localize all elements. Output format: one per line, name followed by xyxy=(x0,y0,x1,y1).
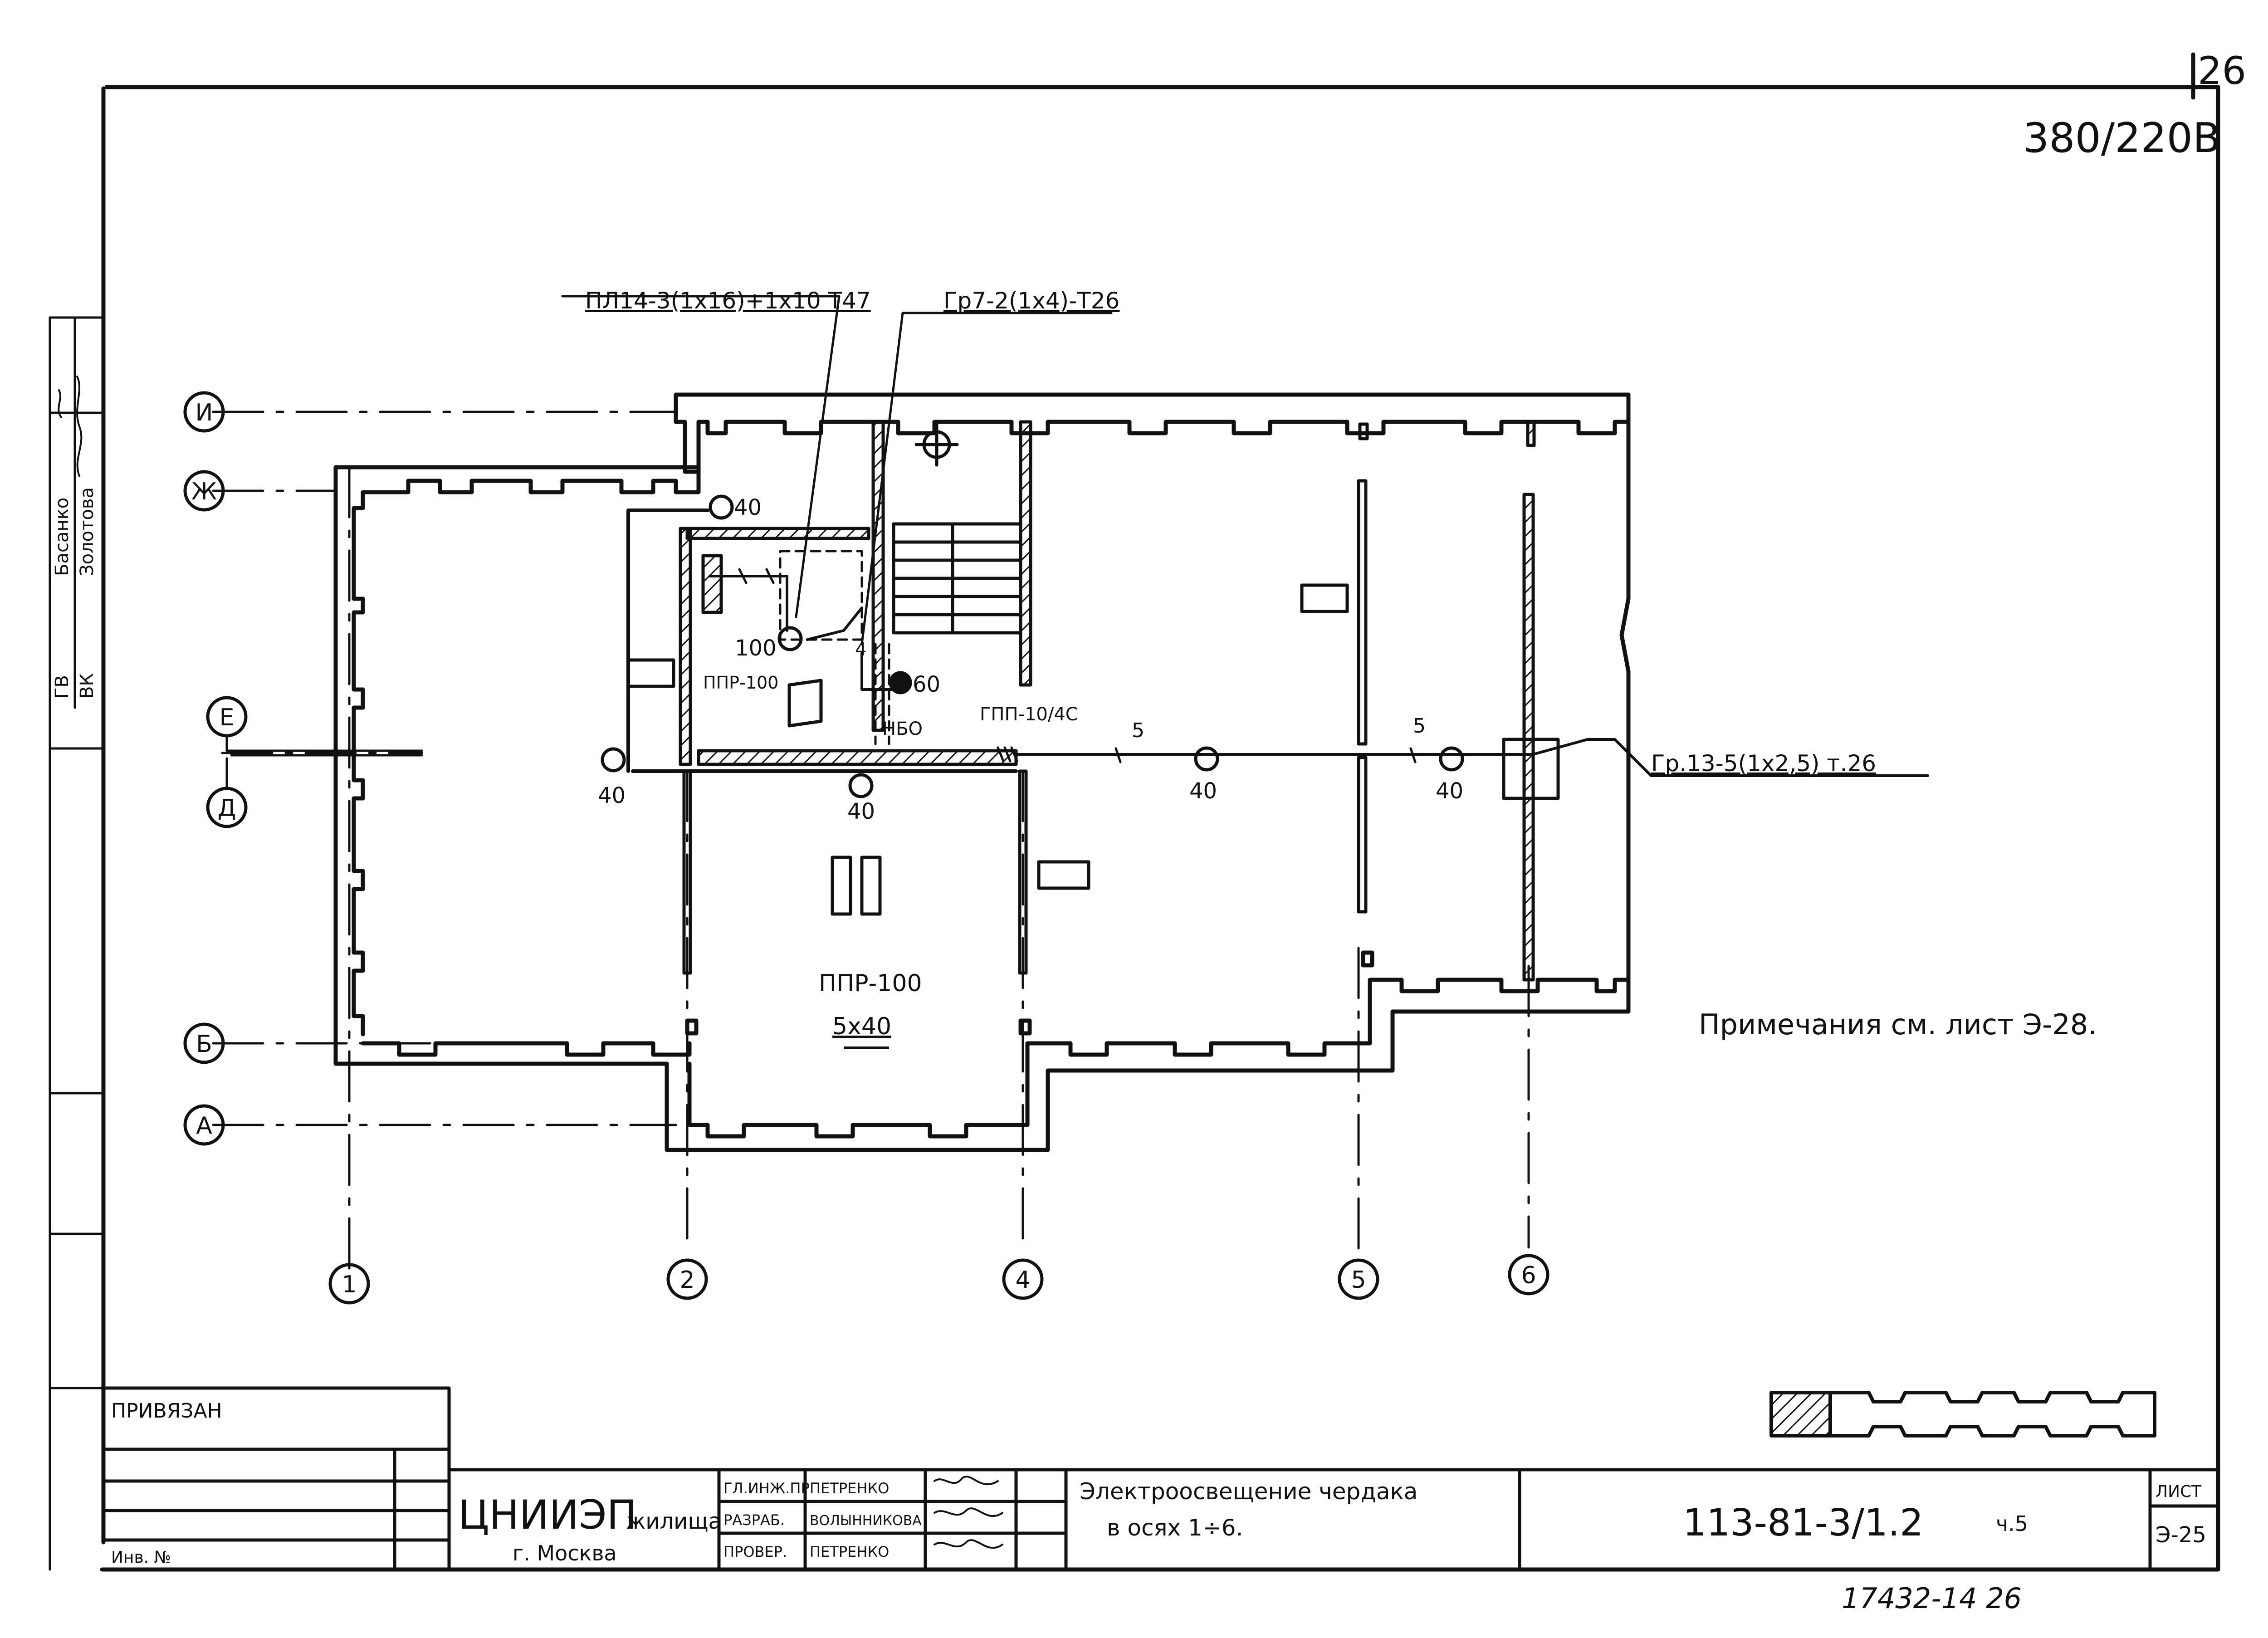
stamp-name-1: Басанко xyxy=(52,498,73,576)
signatures xyxy=(58,376,1003,1549)
inv-no-label: Инв. № xyxy=(111,1548,171,1567)
role-3-name: ПЕТРЕНКО xyxy=(810,1543,889,1560)
axis-col-1: 1 xyxy=(342,1271,357,1298)
org-suffix: жилища xyxy=(626,1509,722,1534)
lamp-40-left: 40 xyxy=(598,783,626,808)
list-number: Э-25 xyxy=(2156,1522,2206,1548)
margin-stamp-text: Басанко Золотова ГВ ВК xyxy=(52,487,98,699)
axis-row-i: И xyxy=(196,399,213,426)
sheet-frame xyxy=(100,52,2220,1572)
lamp-40-right: 40 xyxy=(1436,778,1463,804)
drawing-title-line1: Электроосвещение чердака xyxy=(1080,1478,1418,1505)
drawing-title-line2: в осях 1÷6. xyxy=(1107,1515,1243,1541)
axis-lines xyxy=(212,411,1530,1271)
ppr-main-spec: 5х40 xyxy=(832,1013,891,1040)
outer-walls xyxy=(333,392,1631,1152)
axis-row-d: Д xyxy=(218,795,236,822)
lamps xyxy=(601,422,1464,798)
lamp-40-center: 40 xyxy=(847,799,875,824)
interior-partitions xyxy=(626,420,1560,982)
axis-col-2: 2 xyxy=(679,1266,694,1294)
voltage-label: 380/220В xyxy=(2023,114,2221,162)
axis-row-b: Б xyxy=(196,1031,212,1058)
axis-row-a: А xyxy=(196,1112,212,1139)
role-2: РАЗРАБ. xyxy=(723,1511,785,1529)
title-block: ПРИВЯЗАН Инв. № ЦНИИЭП жилища г. Москва … xyxy=(111,1399,2206,1615)
lamp-40-top: 40 xyxy=(734,495,762,520)
wire-count-1: 5 xyxy=(1132,719,1144,742)
notes-reference: Примечания см. лист Э-28. xyxy=(1699,1008,2097,1041)
margin-stamp xyxy=(49,316,105,1571)
list-label: ЛИСТ xyxy=(2156,1482,2202,1501)
org-city: г. Москва xyxy=(513,1541,617,1565)
title-block-frame xyxy=(102,1386,2220,1571)
equipment-labels: ППР-100 НБО ГПП-10/4С 5 5 4 ППР-100 5х40 xyxy=(703,639,1426,1049)
axis-col-5: 5 xyxy=(1351,1266,1366,1294)
main-feeder-label: ПЛ14-3(1х16)+1х10 Т47 xyxy=(585,288,871,314)
wiring xyxy=(561,295,1929,777)
stamp-name-2: Золотова xyxy=(77,487,98,576)
axis-col-6: 6 xyxy=(1521,1262,1536,1289)
ppr-small-label: ППР-100 xyxy=(703,673,778,693)
role-2-name: ВОЛЫННИКОВА xyxy=(810,1513,922,1529)
axis-row-e: Е xyxy=(220,704,235,731)
document-code: 113-81-3/1.2 xyxy=(1683,1501,1923,1545)
stamp-col-1: ГВ xyxy=(52,675,73,699)
wire-count-2: 5 xyxy=(1413,714,1426,738)
axis-letters: И Ж Е Д Б А 1 2 4 5 6 xyxy=(191,399,1536,1298)
ppr-main-label: ППР-100 xyxy=(819,970,922,997)
lamp-60: 60 xyxy=(913,672,940,697)
wall-legend xyxy=(1769,1391,2156,1438)
nbo-label: НБО xyxy=(882,719,923,739)
wire-count-3: 4 xyxy=(855,639,866,660)
top-labels: 26 380/220В ПЛ14-3(1х16)+1х10 Т47 Гр7-2(… xyxy=(585,49,2246,777)
gpp-label: ГПП-10/4С xyxy=(980,704,1078,725)
lamp-labels: 40 100 60 40 40 40 40 xyxy=(598,495,1463,824)
role-1: ГЛ.ИНЖ.ПР xyxy=(723,1480,810,1497)
axis-row-zh: Ж xyxy=(191,478,217,505)
corner-sheet-number: 26 xyxy=(2198,49,2246,93)
axis-col-4: 4 xyxy=(1015,1266,1030,1294)
org-name: ЦНИИЭП xyxy=(458,1491,637,1538)
privyazan-label: ПРИВЯЗАН xyxy=(111,1399,222,1423)
group7-feeder-label: Гр7-2(1х4)-Т26 xyxy=(943,288,1119,314)
lamp-100: 100 xyxy=(735,636,777,661)
group13-feeder-label: Гр.13-5(1х2,5) т.26 xyxy=(1651,750,1876,777)
archive-number: 17432-14 26 xyxy=(1842,1582,2022,1615)
stamp-col-2: ВК xyxy=(77,673,98,699)
role-1-name: ПЕТРЕНКО xyxy=(810,1480,889,1497)
lamp-40-mid: 40 xyxy=(1189,778,1217,804)
role-3: ПРОВЕР. xyxy=(723,1543,787,1560)
document-part: ч.5 xyxy=(1996,1511,2028,1536)
